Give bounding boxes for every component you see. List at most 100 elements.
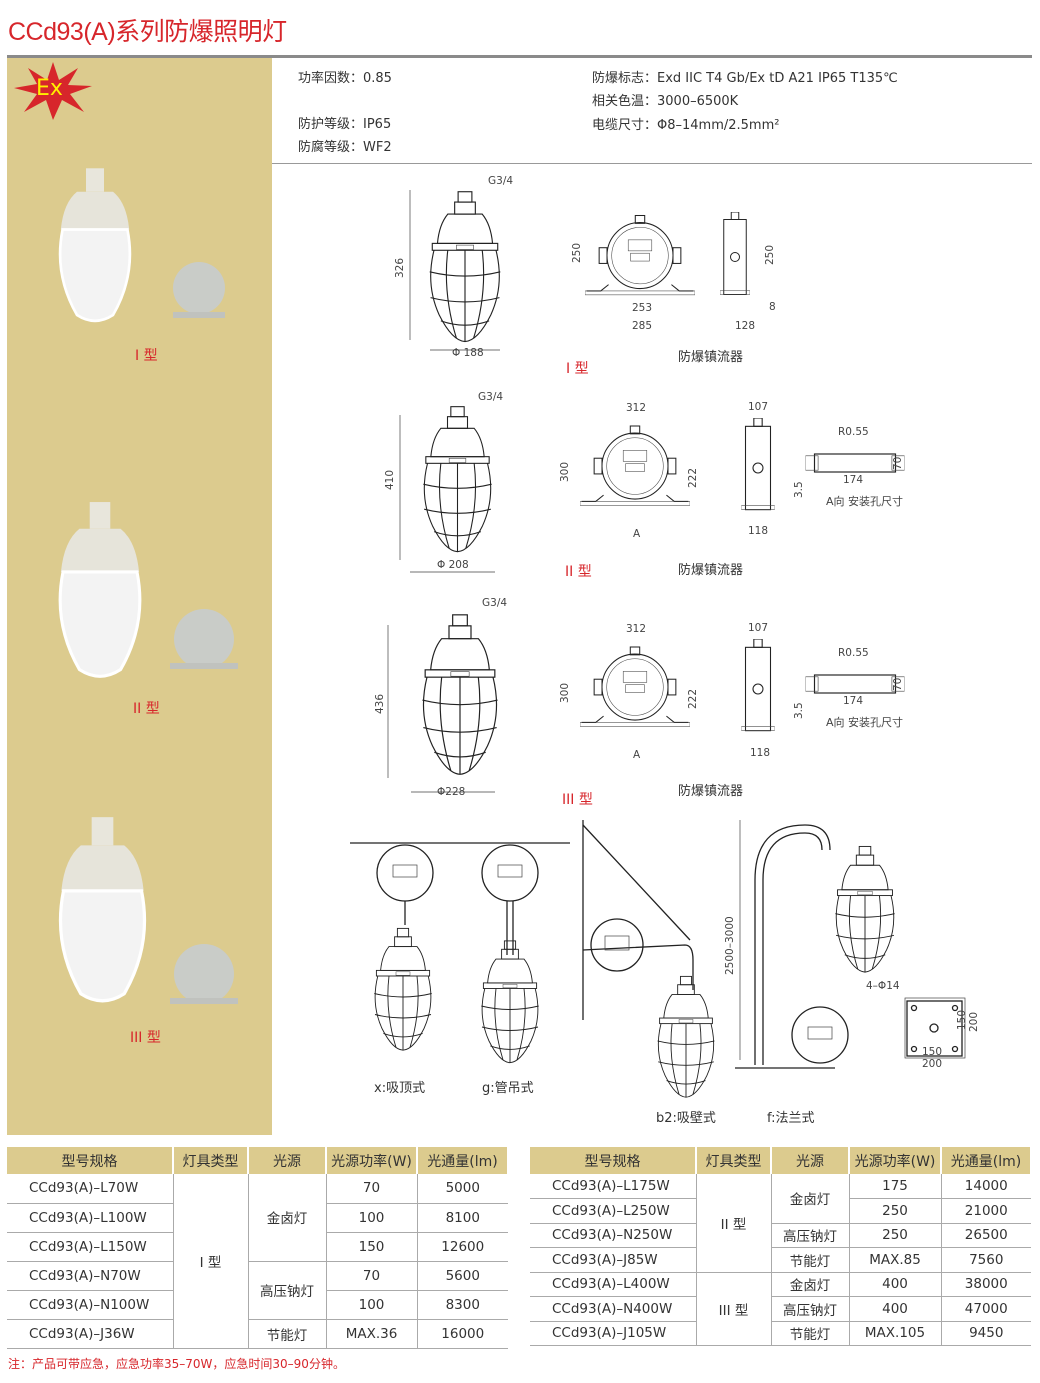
dim-diameter: Φ228 — [437, 786, 466, 798]
dim-ballast-width: 253 — [632, 302, 653, 314]
mount-label-wall: b2:吸壁式 — [656, 1111, 716, 1126]
photo-label-type1: I 型 — [135, 348, 158, 364]
cell-power: 100 — [326, 1290, 418, 1320]
col-model: 型号规格 — [530, 1147, 697, 1174]
dim-lines-type2 — [399, 415, 495, 573]
cell-model: CCd93(A)–L400W — [530, 1272, 697, 1297]
dim-flange-200-h: 200 — [922, 1058, 943, 1070]
title-divider — [7, 55, 1032, 58]
cell-power: 250 — [849, 1223, 942, 1248]
spec-ex-mark: 防爆标志：Exd IIC T4 Gb/Ex tD A21 IP65 T135℃ — [592, 71, 898, 86]
spec-anticorrosion: 防腐等级：WF2 — [298, 140, 392, 155]
mount-label-flange: f:法兰式 — [767, 1111, 815, 1126]
dim-ballast-overall: 285 — [632, 320, 653, 332]
dim-mount-height: 70 — [892, 456, 904, 470]
ex-badge-icon — [14, 62, 92, 120]
lamp-wall — [650, 975, 722, 1100]
lamp-photo-type2 — [58, 502, 142, 678]
dim-ballast-height: 250 — [571, 242, 583, 263]
cell-source: 节能灯 — [771, 1321, 850, 1346]
cell-type: II 型 — [696, 1174, 772, 1273]
dim-mount-height: 70 — [892, 677, 904, 691]
cell-model: CCd93(A)–L150W — [7, 1232, 174, 1262]
cell-power: 100 — [326, 1203, 418, 1233]
dim-height: 410 — [384, 469, 396, 490]
photo-label-type2: II 型 — [133, 701, 160, 717]
col-power: 光源功率(W) — [326, 1147, 418, 1174]
cell-flux: 7560 — [941, 1247, 1031, 1273]
dim-side-width: 107 — [748, 622, 769, 634]
cell-source: 金卤灯 — [248, 1174, 327, 1262]
mount-hole-label: A向 安装孔尺寸 — [826, 716, 904, 729]
col-model: 型号规格 — [7, 1147, 174, 1174]
lamp-flange — [820, 845, 910, 975]
ballast-photo-type1 — [173, 262, 225, 318]
cell-power: 400 — [849, 1296, 942, 1322]
cell-model: CCd93(A)–J105W — [530, 1321, 697, 1346]
dim-thread: G3/4 — [488, 175, 514, 187]
lamp-photo-type3 — [58, 817, 147, 1003]
dim-flange-150-h: 150 — [922, 1046, 943, 1058]
cell-model: CCd93(A)–N100W — [7, 1290, 174, 1320]
dim-lines-type3 — [387, 625, 495, 793]
footnote: 注：产品可带应急，应急功率35–70W，应急时间30–90分钟。 — [8, 1357, 345, 1371]
ballast-side-type2 — [740, 418, 776, 518]
cell-flux: 16000 — [417, 1319, 508, 1349]
dim-ballast-height: 300 — [559, 461, 571, 482]
cell-model: CCd93(A)–L175W — [530, 1174, 697, 1199]
ballast-front-type1 — [585, 212, 695, 307]
ballast-front-type3 — [580, 641, 690, 741]
dim-height: 436 — [374, 693, 386, 714]
cell-model: CCd93(A)–L250W — [530, 1198, 697, 1224]
spec-table-type2-3: 型号规格 灯具类型 光源 光源功率(W) 光通量(lm) CCd93(A)–L1… — [530, 1147, 1032, 1346]
cell-power: MAX.105 — [849, 1321, 942, 1346]
dim-radius: R0.55 — [838, 426, 869, 438]
dim-ballast-inner: 222 — [687, 688, 699, 709]
lamp-ceiling — [368, 915, 438, 1065]
dim-side-width: 107 — [748, 401, 769, 413]
cell-flux: 5600 — [417, 1261, 508, 1291]
photo-label-type3: III 型 — [130, 1030, 161, 1046]
dim-lines-type1 — [409, 190, 500, 351]
dim-height: 326 — [394, 257, 406, 278]
drawing-label-type1: I 型 — [566, 361, 589, 377]
cell-flux: 47000 — [941, 1296, 1031, 1322]
mount-ceiling-drawing — [350, 842, 460, 925]
cell-model: CCd93(A)–N250W — [530, 1223, 697, 1248]
dim-flange-150-v: 150 — [956, 1009, 968, 1030]
ballast-label-type1: 防爆镇流器 — [678, 350, 744, 365]
cell-power: 150 — [326, 1232, 418, 1262]
drawing-label-type3: III 型 — [562, 792, 593, 808]
spec-divider — [272, 163, 1032, 164]
dim-mount-thick: 3.5 — [793, 702, 805, 719]
cell-power: 175 — [849, 1174, 942, 1199]
dim-flange-200-v: 200 — [968, 1011, 980, 1032]
col-source: 光源 — [248, 1147, 327, 1174]
dim-mount-width: 174 — [843, 695, 864, 707]
cell-source: 高压钠灯 — [248, 1261, 327, 1320]
dim-thread: G3/4 — [482, 597, 508, 609]
lamp-pendant — [475, 935, 545, 1070]
cell-model: CCd93(A)–J85W — [530, 1247, 697, 1273]
col-type: 灯具类型 — [173, 1147, 249, 1174]
mount-label-pendant: g:管吊式 — [482, 1081, 534, 1096]
cell-source: 金卤灯 — [771, 1174, 850, 1224]
spec-table-type1: 型号规格 灯具类型 光源 光源功率(W) 光通量(lm) CCd93(A)–L7… — [7, 1147, 509, 1349]
arrow-a-label: A — [633, 749, 641, 761]
cell-source: 高压钠灯 — [771, 1223, 850, 1248]
cell-model: CCd93(A)–L70W — [7, 1174, 174, 1204]
dim-thread: G3/4 — [478, 391, 504, 403]
cell-power: MAX.85 — [849, 1247, 942, 1273]
dim-mount-thick: 3.5 — [793, 481, 805, 498]
spec-protection: 防护等级：IP65 — [298, 117, 392, 132]
cell-power: 400 — [849, 1272, 942, 1297]
cell-source: 金卤灯 — [771, 1272, 850, 1297]
spec-cable: 电缆尺寸：Φ8–14mm/2.5mm² — [592, 118, 780, 133]
dim-flange-holes: 4–Φ14 — [866, 980, 900, 992]
cell-power: 70 — [326, 1174, 418, 1204]
